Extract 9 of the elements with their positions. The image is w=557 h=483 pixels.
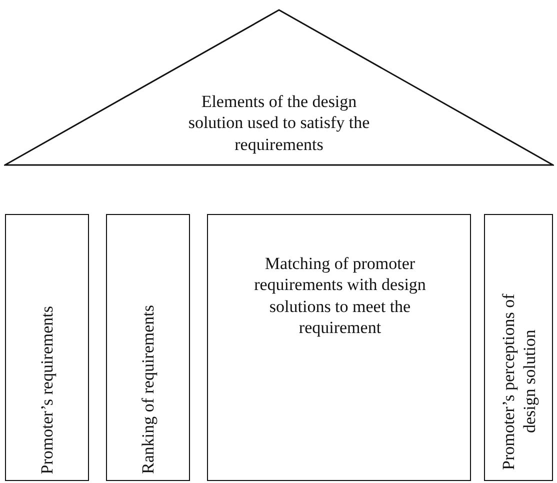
pillar-label: Promoter’s perceptions of design solution [497, 292, 540, 472]
pillar-box [207, 214, 471, 481]
roof-label: Elements of the design solution used to satisfy the requirements [187, 91, 371, 155]
pillar-box [106, 214, 190, 481]
pillar-label: Ranking of requirements [137, 304, 158, 474]
pillar-box [484, 214, 553, 481]
pillar-label: Matching of promoter requirements with design solutions to meet the requirement [253, 253, 427, 338]
pillar-label: Promoter’s requirements [36, 306, 58, 474]
pillar-box [5, 214, 89, 481]
